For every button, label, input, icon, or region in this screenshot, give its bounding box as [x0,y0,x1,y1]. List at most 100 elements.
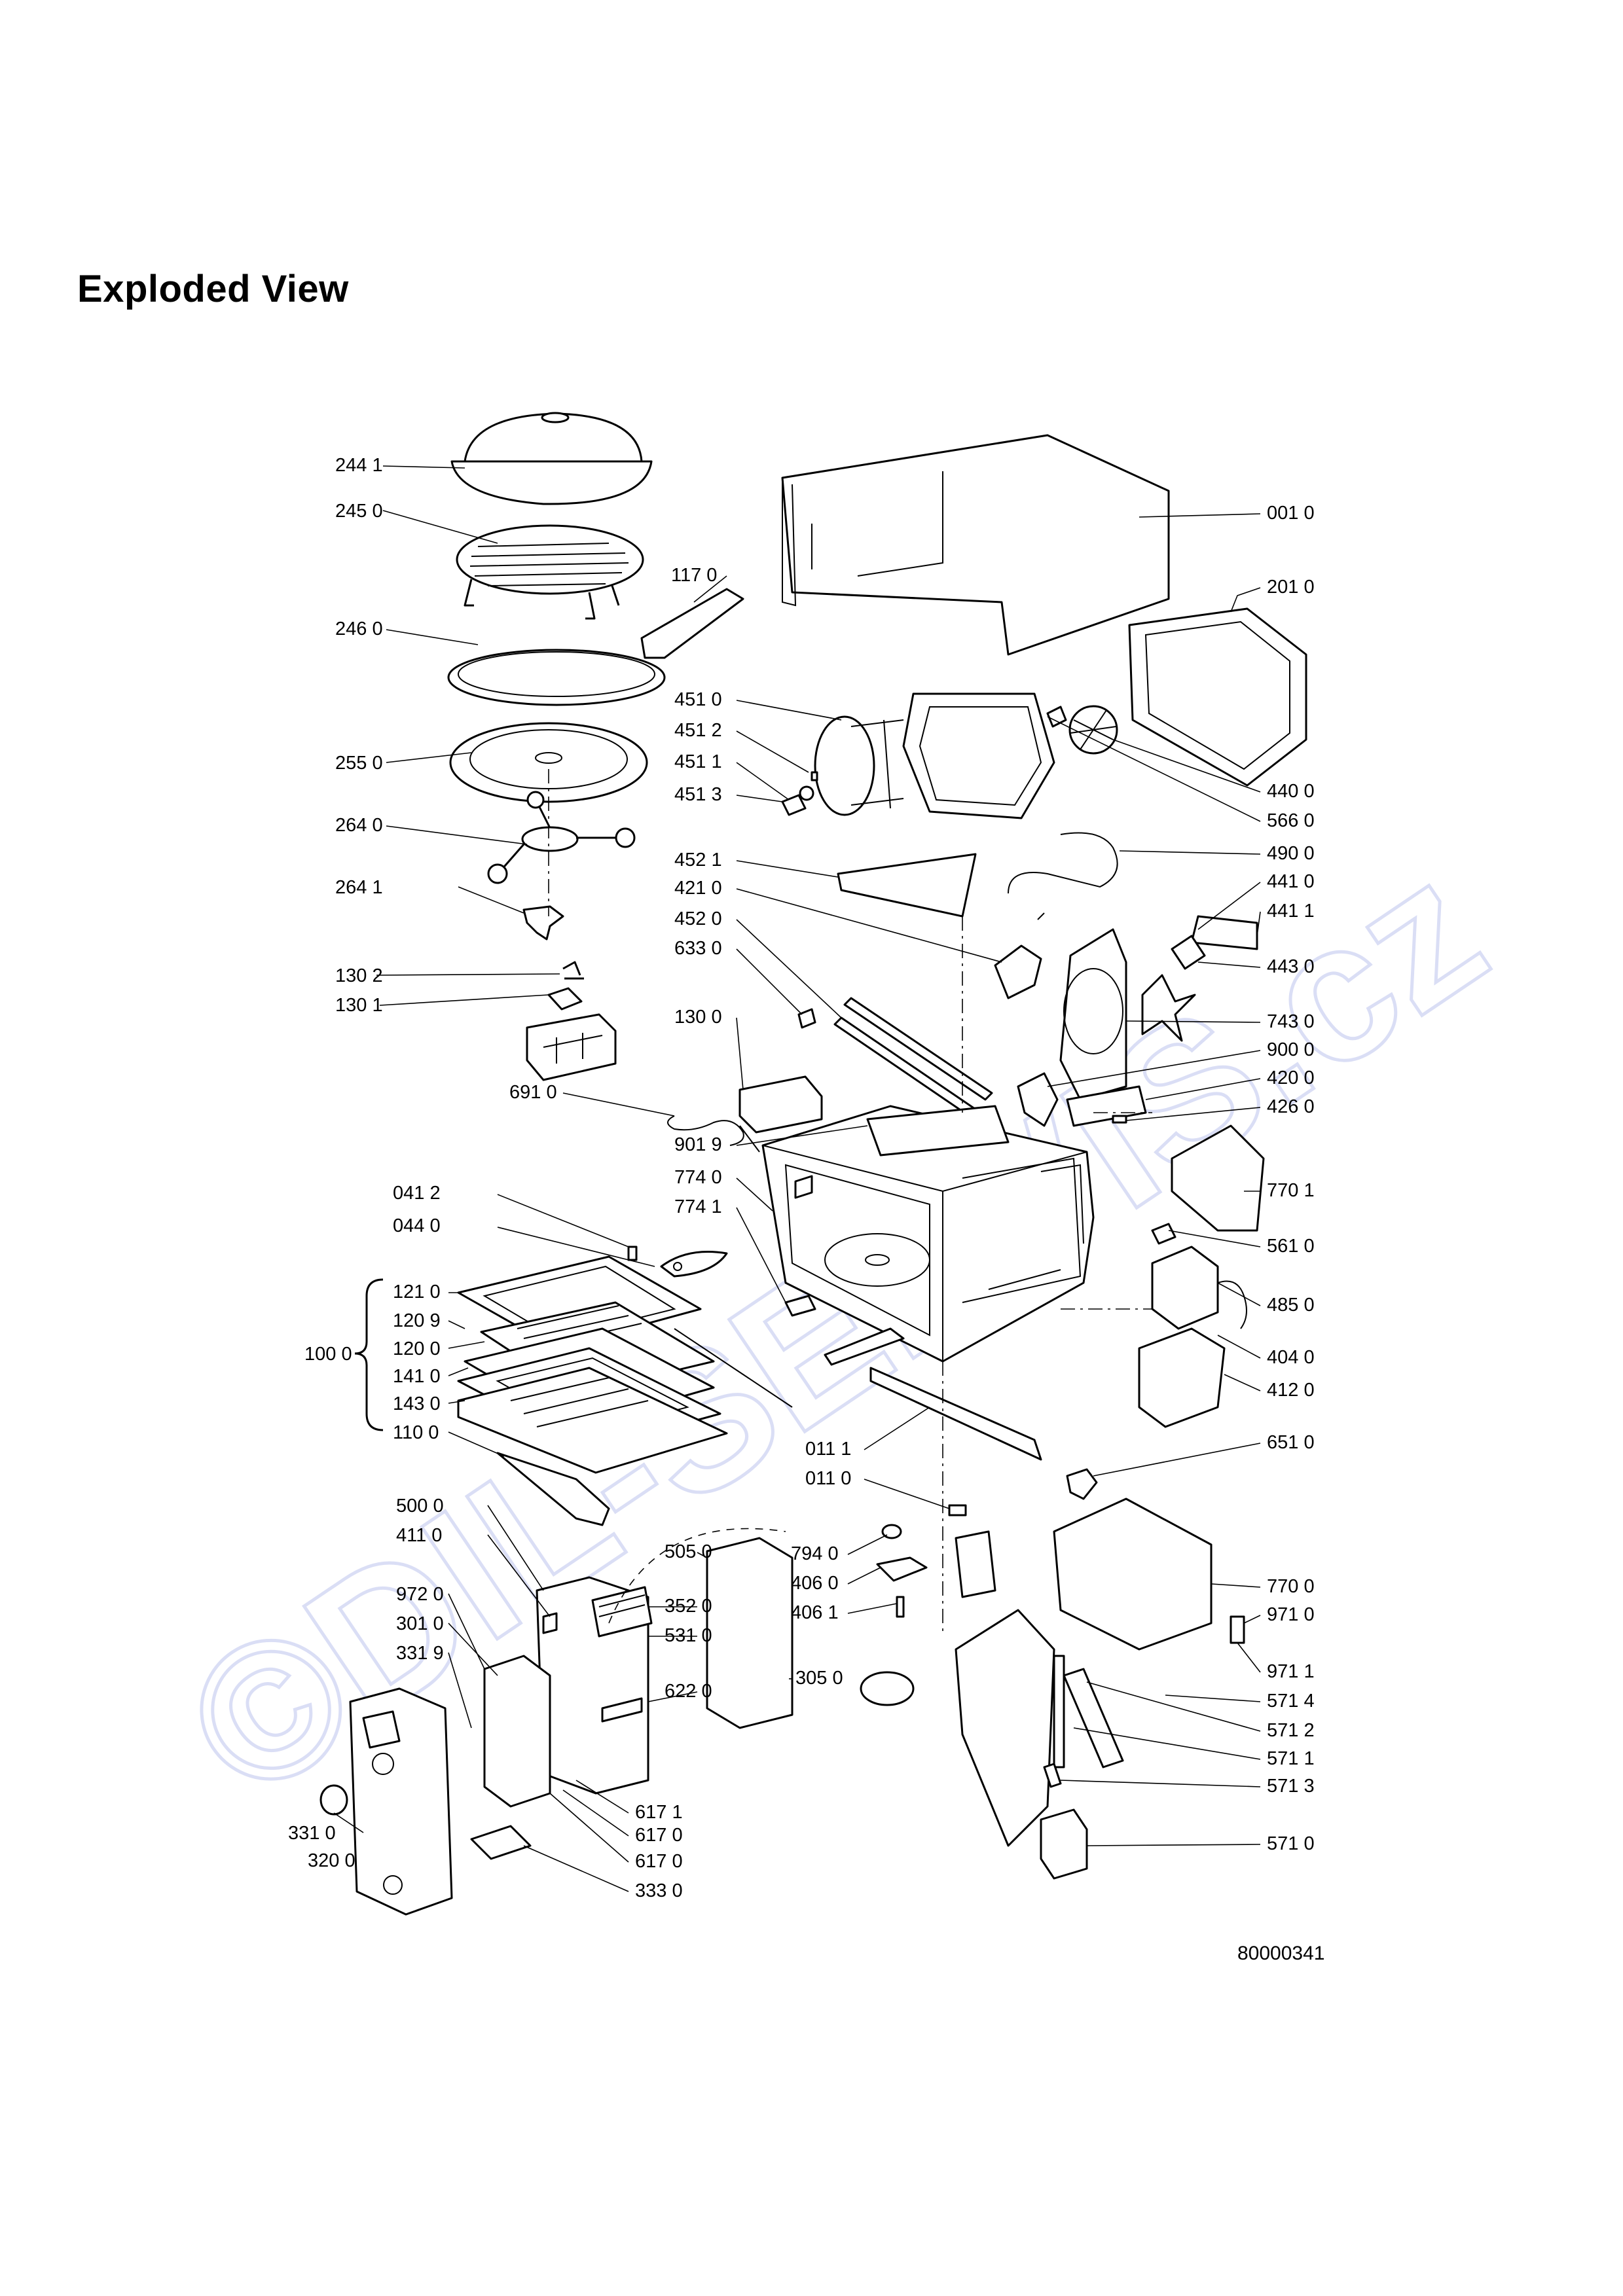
part-cover-dome [450,412,653,505]
callout-331-0: 331 0 [288,1823,336,1844]
callout-412-0: 412 0 [1267,1380,1315,1401]
part-crisp-plate [447,649,666,706]
part-magnetron [1151,1246,1247,1330]
part-door-handle [496,1452,610,1526]
part-control-board [536,1576,653,1795]
callout-246-0: 246 0 [335,619,383,639]
document-number: 80000341 [1237,1943,1325,1964]
callout-571-3: 571 3 [1267,1776,1315,1797]
callout-420-0: 420 0 [1267,1067,1315,1088]
part-element-clip [781,794,807,816]
callout-411-0: 411 0 [396,1525,442,1546]
callout-443-0: 443 0 [1267,956,1315,977]
part-cavity-chassis [761,1105,1095,1366]
callout-245-0: 245 0 [335,501,383,522]
part-motor-bracket [1059,915,1258,1101]
page-title: Exploded View [77,268,349,310]
callout-900-0: 900 0 [1267,1039,1315,1060]
callout-485-0: 485 0 [1267,1295,1315,1316]
callout-141-0: 141 0 [393,1366,441,1387]
callout-571-1: 571 1 [1267,1748,1315,1769]
callout-691-0: 691 0 [509,1082,557,1103]
callout-labels: 244 1 245 0 246 0 255 0 264 0 264 1 130 … [288,455,1315,1901]
callout-120-9: 120 9 [393,1310,441,1331]
callout-406-1: 406 1 [791,1602,839,1623]
callout-500-0: 500 0 [396,1496,444,1516]
callout-571-4: 571 4 [1267,1691,1315,1712]
part-turntable-plate [449,722,648,803]
callout-041-2: 041 2 [393,1183,441,1204]
part-base-rail [869,1367,1042,1461]
callout-143-0: 143 0 [393,1393,441,1414]
callout-452-0: 452 0 [674,908,722,929]
callout-121-0: 121 0 [393,1282,441,1302]
callout-130-2: 130 2 [335,965,383,986]
callout-770-1: 770 1 [1267,1180,1315,1201]
part-reflector-cover [837,853,977,918]
part-fuse-holder [1230,1615,1245,1644]
callout-451-1: 451 1 [674,751,722,772]
callout-264-1: 264 1 [335,877,383,898]
part-element-nut [799,785,814,801]
part-grill-rack [456,524,644,620]
callout-901-9: 901 9 [674,1134,722,1155]
callout-633-0: 633 0 [674,938,722,959]
leader-lines [333,465,1261,1892]
callout-451-0: 451 0 [674,689,722,710]
callout-561-0: 561 0 [1267,1236,1315,1257]
callout-441-0: 441 0 [1267,871,1315,892]
callout-333-0: 333 0 [635,1880,683,1901]
assembly-axes [548,769,1152,1636]
callout-011-0: 011 0 [805,1468,851,1489]
part-control-knob [319,1784,348,1816]
callout-622-0: 622 0 [665,1681,712,1702]
callout-130-1: 130 1 [335,995,383,1016]
callout-972-0: 972 0 [396,1584,444,1605]
callout-794-0: 794 0 [791,1543,839,1564]
callout-651-0: 651 0 [1267,1432,1315,1453]
part-switch-bracket [739,1075,823,1134]
part-turntable-motor [876,1524,928,1618]
callout-505-0: 505 0 [665,1541,712,1562]
callout-770-0: 770 0 [1267,1576,1315,1597]
part-door-switch-assembly [526,961,617,1081]
part-fan-motor-small [994,944,1042,999]
callout-531-0: 531 0 [665,1625,712,1646]
callout-971-0: 971 0 [1267,1604,1315,1625]
callout-421-0: 421 0 [674,878,722,899]
part-grill-handle [640,588,744,659]
callout-255-0: 255 0 [335,753,383,774]
part-wire-harness [667,1115,760,1153]
part-door-hinge [627,1246,728,1278]
callout-617-1: 617 1 [635,1802,683,1823]
part-outer-case [781,434,1170,656]
callout-571-0: 571 0 [1267,1833,1315,1854]
callout-451-2: 451 2 [674,720,722,741]
part-foot [948,1504,967,1516]
part-air-duct-upper [1171,1124,1265,1232]
callout-452-1: 452 1 [674,850,722,870]
callout-426-0: 426 0 [1267,1096,1315,1117]
callout-264-0: 264 0 [335,815,383,836]
callout-571-2: 571 2 [1267,1720,1315,1741]
part-element-screw [811,771,818,781]
part-oven-lamp [1066,1468,1098,1500]
part-coupler [522,905,564,941]
callout-406-0: 406 0 [791,1573,839,1594]
callout-451-3: 451 3 [674,784,722,805]
callout-120-0: 120 0 [393,1338,441,1359]
callout-971-1: 971 1 [1267,1661,1315,1682]
callout-100-0: 100 0 [304,1344,352,1365]
callout-301-0: 301 0 [396,1613,444,1634]
callout-404-0: 404 0 [1267,1347,1315,1368]
door-assembly-brace [354,1278,384,1431]
callout-201-0: 201 0 [1267,577,1315,598]
callout-244-1: 244 1 [335,455,383,476]
part-hv-diode [1112,1115,1127,1124]
callout-331-9: 331 9 [396,1643,444,1664]
callout-011-1: 011 1 [805,1439,851,1460]
part-latch [797,1008,816,1029]
callout-743-0: 743 0 [1267,1011,1315,1032]
